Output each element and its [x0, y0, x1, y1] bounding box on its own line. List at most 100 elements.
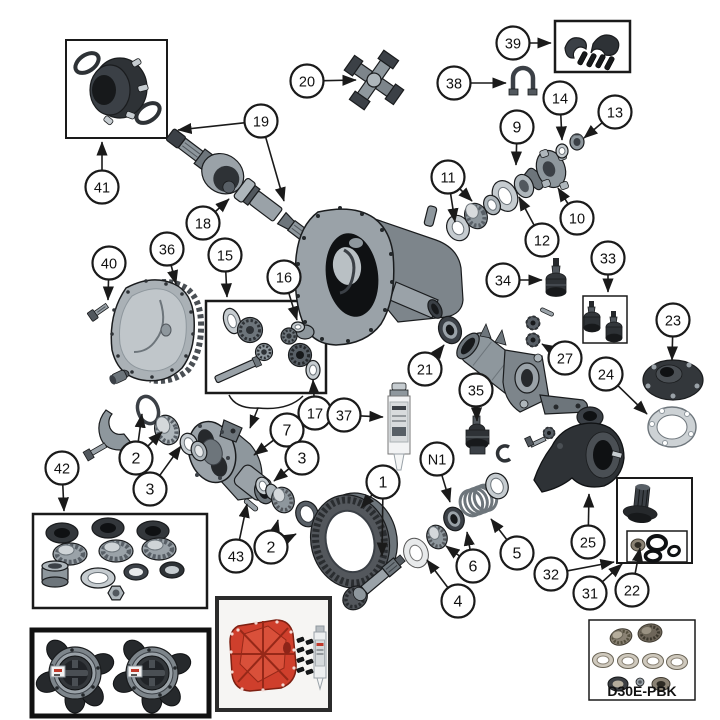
callout-31: 31 [572, 575, 608, 611]
callout-number: 4 [454, 594, 463, 611]
callout-2-left-arrow [147, 431, 163, 447]
callout-18-arrow [214, 198, 230, 213]
callout-number: 38 [446, 77, 462, 93]
steering-knuckle-illustration [533, 406, 625, 493]
callout-number: N1 [428, 453, 447, 469]
callout-number: 7 [283, 423, 292, 440]
pinion-shim-stack-illustration [403, 472, 509, 569]
strap-kit-box [553, 19, 632, 74]
pinion-nut-washer-illustration [555, 133, 585, 159]
axle-housing-illustration [294, 205, 464, 346]
callout-number: 15 [217, 249, 233, 265]
callout-22: 22 [614, 572, 650, 608]
callout-40-arrow [102, 279, 114, 301]
callout-18: 18 [185, 205, 221, 241]
callout-number: 25 [580, 536, 596, 552]
callout-14-arrow [555, 114, 567, 141]
callout-5: 5 [499, 535, 535, 571]
callout-19: 19 [243, 103, 279, 139]
callout-36: 36 [149, 231, 185, 267]
callout-number: 6 [469, 559, 478, 576]
spider-gear-kit-box [204, 299, 328, 395]
callout-43-arrow [238, 503, 250, 540]
callout-19-arrow [264, 137, 286, 202]
callout-number: 43 [228, 550, 244, 566]
callout-number: 42 [54, 462, 70, 478]
red-diff-cover-kit-illustration [229, 619, 327, 692]
carrier-brace-line [228, 394, 304, 429]
callout-16-arrow [287, 293, 299, 321]
callout-11: 11 [430, 159, 466, 195]
ujoint-cross-illustration [343, 49, 405, 111]
callout-41: 41 [84, 169, 120, 205]
callout-N1: N1 [419, 441, 455, 477]
callout-35: 35 [458, 372, 494, 408]
callout-number: 23 [665, 314, 681, 330]
callout-14: 14 [542, 80, 578, 116]
callout-number: 35 [468, 384, 484, 400]
spider-gear-kit-illustration [214, 307, 321, 384]
flange-gasket-illustration [647, 406, 697, 448]
ball-joint-pair-box [582, 295, 628, 344]
callout-number: 34 [495, 274, 511, 290]
callout-number: 22 [624, 584, 640, 600]
inner-axle-seal-illustration [437, 315, 463, 345]
callout-number: 9 [513, 120, 522, 137]
callout-number: 5 [513, 546, 522, 563]
callout-7-arrow [253, 439, 274, 456]
locking-hubs-box [29, 627, 212, 719]
sealant-tube-illustration [387, 382, 411, 471]
callout-1-arrow [376, 498, 388, 557]
callout-7: 7 [269, 412, 305, 448]
callout-23: 23 [655, 302, 691, 338]
callout-number: 11 [440, 171, 455, 187]
callout-43: 43 [218, 538, 254, 574]
callout-39: 39 [495, 25, 531, 61]
callout-4-arrow [426, 559, 449, 588]
callout-12: 12 [524, 222, 560, 258]
callout-2-left-arrow [134, 413, 146, 442]
callout-2-left: 2 [118, 440, 154, 476]
callout-5-arrow [490, 518, 508, 540]
callout-35-arrow [470, 406, 483, 422]
callout-2-right-arrow [281, 533, 297, 546]
callout-number: 18 [195, 217, 211, 233]
callout-32-arrow [567, 559, 615, 572]
callout-number: 1 [379, 475, 388, 492]
callout-number: 2 [132, 451, 141, 468]
callout-21-arrow [431, 344, 445, 360]
callout-N1-arrow [440, 475, 452, 503]
callout-34: 34 [485, 262, 521, 298]
callout-24-arrow [617, 385, 648, 415]
upper-ball-joint-illustration [545, 258, 567, 297]
callout-number: 24 [598, 368, 614, 384]
callout-40: 40 [91, 245, 127, 281]
callout-37-arrow [360, 410, 384, 422]
callout-number: 31 [582, 587, 598, 603]
master-bearing-kit-box [31, 512, 209, 610]
callout-17: 17 [297, 395, 333, 431]
callout-27: 27 [547, 340, 583, 376]
callout-13: 13 [597, 94, 633, 130]
ubolt-strap-kit-illustration [564, 34, 620, 71]
callout-37: 37 [326, 397, 362, 433]
callout-number: 40 [101, 257, 117, 273]
axle-shaft-assembly-illustration [165, 128, 311, 242]
snap-ring-illustration [495, 444, 512, 463]
callout-9: 9 [499, 109, 535, 145]
callout-33: 33 [590, 240, 626, 276]
callout-11-arrow [458, 187, 473, 202]
d30e-kit-illustration [592, 623, 688, 692]
callout-15: 15 [207, 237, 243, 273]
callout-3-left: 3 [132, 471, 168, 507]
callout-17-arrow [308, 379, 320, 397]
kit-code-label: D30E-PBK [607, 683, 676, 699]
cover-gasket-illustration [140, 279, 205, 384]
callout-number: 10 [569, 212, 585, 228]
callout-1-arrow [360, 494, 375, 509]
callout-25: 25 [570, 524, 606, 560]
hub-nut-pin-illustration [525, 307, 554, 348]
callout-23-arrow [666, 336, 678, 361]
callout-number: 14 [552, 92, 568, 108]
callout-42: 42 [44, 450, 80, 486]
